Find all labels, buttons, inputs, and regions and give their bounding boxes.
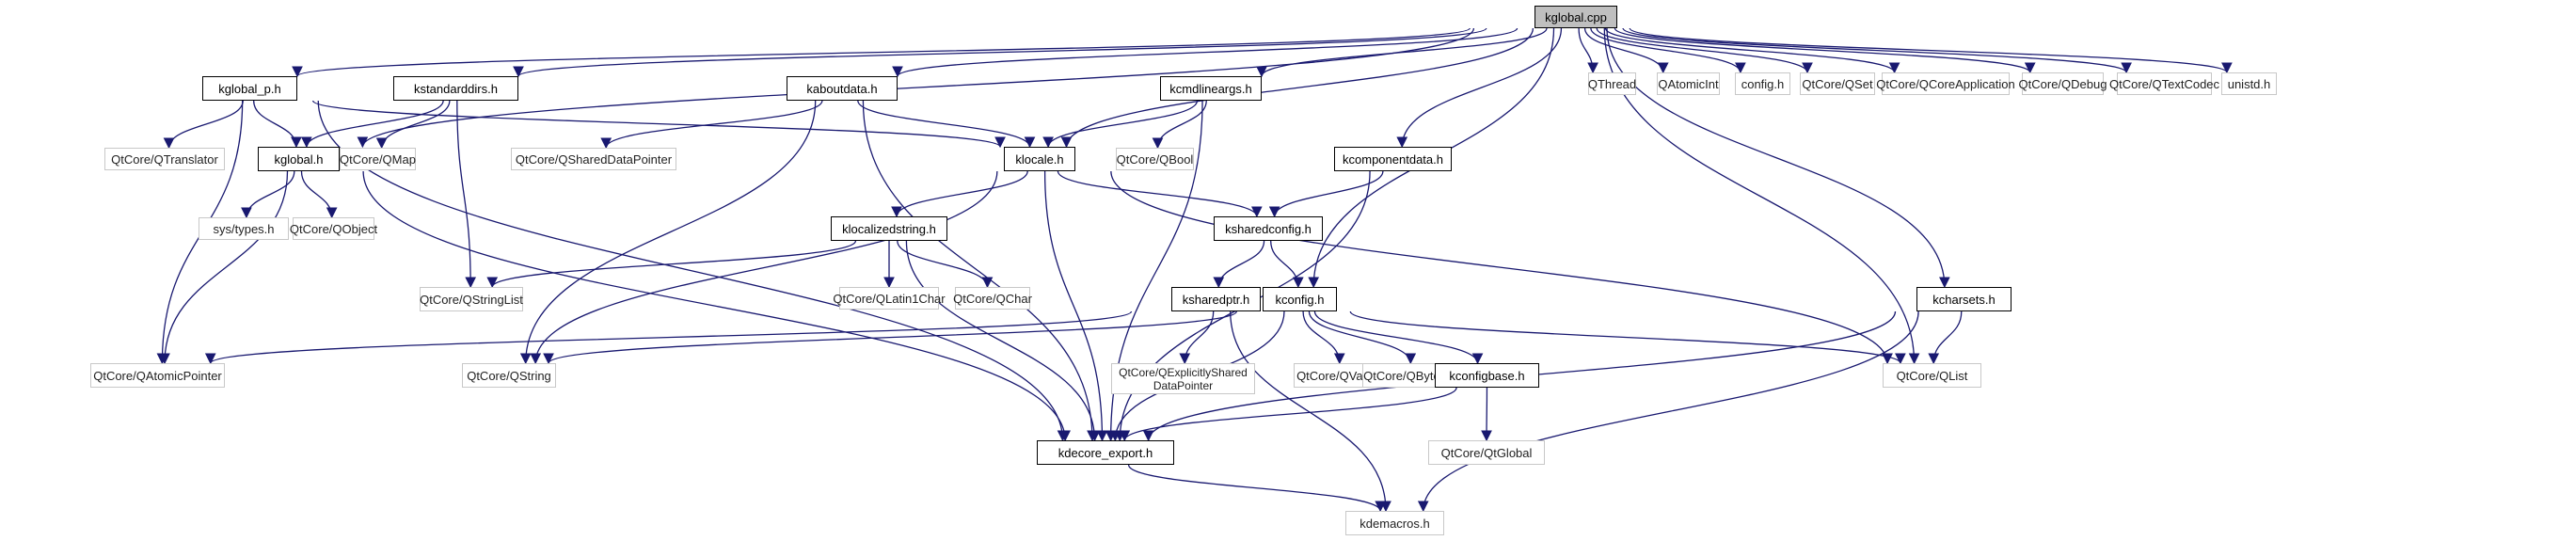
node-kglobal-h[interactable]: kglobal.h <box>258 147 340 171</box>
edge-kglobal_cpp-to-kcomponentdata_h <box>1396 27 1563 149</box>
edge-kcmdlineargs_h-to-qbool <box>1152 100 1207 150</box>
edge-kglobal_p_h-to-qtranslator <box>163 100 244 150</box>
edge-kglobal_cpp-to-kaboutdata_h <box>892 27 1519 78</box>
node-qdebug[interactable]: QtCore/QDebug <box>2019 72 2107 95</box>
edge-kaboutdata_h-to-qstring <box>519 100 817 365</box>
node-qatomicint[interactable]: QAtomicInt <box>1657 72 1720 95</box>
node-kconfigbase-h[interactable]: kconfigbase.h <box>1435 363 1539 388</box>
edge-ksharedconfig_h-to-kconfig_h <box>1270 240 1304 289</box>
node-ksharedptr-h[interactable]: ksharedptr.h <box>1171 287 1261 311</box>
edge-kstandarddirs_h-to-qstringlist <box>456 100 477 289</box>
edge-kglobal_cpp-to-kcharsets_h <box>1606 27 1950 289</box>
node-qstring[interactable]: QtCore/QString <box>462 363 556 388</box>
node-qlatin1char[interactable]: QtCore/QLatin1Char <box>833 287 946 310</box>
edge-kconfig_h-to-kconfigbase_h <box>1313 310 1484 365</box>
edge-kglobal_cpp-to-qatomicint <box>1583 27 1669 74</box>
edge-kglobal_cpp-to-qdebug <box>1614 27 2036 74</box>
edge-ksharedptr_h-to-kdemacros_h <box>1230 310 1391 513</box>
edge-kcmdlineargs_h-to-klocale_h <box>1042 100 1199 149</box>
edge-klocale_h-to-qstring <box>530 170 998 365</box>
node-qcoreapplication[interactable]: QtCore/QCoreApplication <box>1876 72 2015 95</box>
edge-kglobal_cpp-to-kglobal_h <box>357 27 1475 149</box>
edge-kaboutdata_h-to-qshareddatapointer <box>600 100 823 150</box>
edge-klocalizedstring_h-to-qchar <box>897 240 994 289</box>
node-qstringlist[interactable]: QtCore/QStringList <box>420 287 523 311</box>
node-qtextcodec[interactable]: QtCore/QTextCodec <box>2109 72 2219 95</box>
node-qshareddatapointer[interactable]: QtCore/QSharedDataPointer <box>511 148 676 170</box>
node-qthread[interactable]: QThread <box>1588 72 1636 95</box>
edge-kconfig_h-to-qstring <box>543 310 1237 365</box>
node-kglobal-cpp[interactable]: kglobal.cpp <box>1534 6 1617 28</box>
edge-kglobal_p_h-to-kdecore_export_h <box>317 100 1069 442</box>
edge-kconfig_h-to-qvariant <box>1302 310 1345 365</box>
node-qatomicpointer[interactable]: QtCore/QAtomicPointer <box>90 363 225 388</box>
node-config-h[interactable]: config.h <box>1735 72 1790 95</box>
node-kcmdlineargs-h[interactable]: kcmdlineargs.h <box>1160 76 1262 101</box>
edge-klocalizedstring_h-to-qstringlist <box>486 240 857 289</box>
node-qtranslator[interactable]: QtCore/QTranslator <box>104 148 225 170</box>
edge-kstandarddirs_h-to-qmap <box>375 100 451 150</box>
edge-kglobal_p_h-to-klocale_h <box>312 100 1006 149</box>
node-kstandarddirs-h[interactable]: kstandarddirs.h <box>393 76 518 101</box>
node-qobject[interactable]: QtCore/QObject <box>290 217 377 240</box>
edge-kglobal_cpp-to-qtextcodec <box>1622 27 2132 74</box>
node-sys-types-h[interactable]: sys/types.h <box>199 217 289 240</box>
edge-ksharedptr_h-to-qexplicitlyshareddatapointer <box>1179 310 1215 365</box>
edge-kglobal_cpp-to-kglobal_p_h <box>292 27 1471 78</box>
edge-kglobal_cpp-to-qset <box>1596 27 1813 74</box>
edge-kcomponentdata_h-to-ksharedconfig_h <box>1268 170 1384 218</box>
edge-kcharsets_h-to-qlist <box>1928 310 1963 365</box>
edge-kcharsets_h-to-kdemacros_h <box>1417 310 1919 513</box>
edge-kdecore_export_h-to-kdemacros_h <box>1127 464 1386 513</box>
node-qbool[interactable]: QtCore/QBool <box>1116 148 1194 170</box>
edge-kaboutdata_h-to-klocale_h <box>857 100 1036 149</box>
node-kconfig-h[interactable]: kconfig.h <box>1263 287 1337 311</box>
edge-klocale_h-to-klocalizedstring_h <box>891 170 1028 218</box>
edge-kglobal_cpp-to-klocale_h <box>1060 27 1534 149</box>
node-kcomponentdata-h[interactable]: kcomponentdata.h <box>1334 147 1452 171</box>
node-kdecore-export-h[interactable]: kdecore_export.h <box>1037 440 1174 465</box>
node-qchar[interactable]: QtCore/QChar <box>953 287 1032 310</box>
node-kdemacros-h[interactable]: kdemacros.h <box>1345 511 1444 535</box>
node-kcharsets-h[interactable]: kcharsets.h <box>1916 287 2012 311</box>
node-klocalizedstring-h[interactable]: klocalizedstring.h <box>831 216 947 241</box>
edge-kstandarddirs_h-to-kglobal_h <box>301 100 444 149</box>
node-klocale-h[interactable]: klocale.h <box>1004 147 1075 171</box>
edge-klocale_h-to-ksharedconfig_h <box>1057 170 1263 218</box>
edge-kglobal_h-to-kdecore_export_h <box>362 170 1071 442</box>
node-unistd-h[interactable]: unistd.h <box>2221 72 2277 95</box>
edge-ksharedptr_h-to-qatomicpointer <box>205 310 1133 365</box>
edge-klocalizedstring_h-to-kdecore_export_h <box>905 240 1101 442</box>
edge-kglobal_cpp-to-config_h <box>1590 27 1746 74</box>
edge-kglobal_cpp-to-qcoreapplication <box>1604 27 1900 74</box>
node-kaboutdata-h[interactable]: kaboutdata.h <box>787 76 898 101</box>
edge-kaboutdata_h-to-kdecore_export_h <box>862 100 1098 442</box>
node-qtglobal[interactable]: QtCore/QtGlobal <box>1428 440 1545 465</box>
edge-kglobal_h-to-qatomicpointer <box>159 170 289 365</box>
node-qlist[interactable]: QtCore/QList <box>1883 363 1981 388</box>
edge-kconfigbase_h-to-kdecore_export_h <box>1119 387 1457 442</box>
edge-kconfig_h-to-qbytearray <box>1308 310 1417 365</box>
node-qset[interactable]: QtCore/QSet <box>1800 72 1875 95</box>
node-ksharedconfig-h[interactable]: ksharedconfig.h <box>1214 216 1323 241</box>
edge-kglobal_h-to-sys_types_h <box>241 170 295 219</box>
edge-kglobal_cpp-to-qthread <box>1578 27 1598 74</box>
node-qmap[interactable]: QtCore/QMap <box>340 148 416 170</box>
node-kglobal-p-h[interactable]: kglobal_p.h <box>202 76 297 101</box>
edge-kglobal_cpp-to-unistd_h <box>1629 27 2233 74</box>
edge-kglobal_h-to-qobject <box>300 170 338 219</box>
edge-kglobal_p_h-to-kglobal_h <box>253 100 302 149</box>
edge-klocale_h-to-qlist <box>1110 170 1893 365</box>
edge-ksharedconfig_h-to-ksharedptr_h <box>1213 240 1265 289</box>
node-qexplicitlyshareddatapointer[interactable]: QtCore/QExplicitlyShared DataPointer <box>1111 363 1255 394</box>
edge-klocale_h-to-kdecore_export_h <box>1043 170 1108 442</box>
edge-kglobal_cpp-to-kstandarddirs_h <box>513 27 1487 78</box>
edge-kconfig_h-to-qlist <box>1349 310 1906 365</box>
